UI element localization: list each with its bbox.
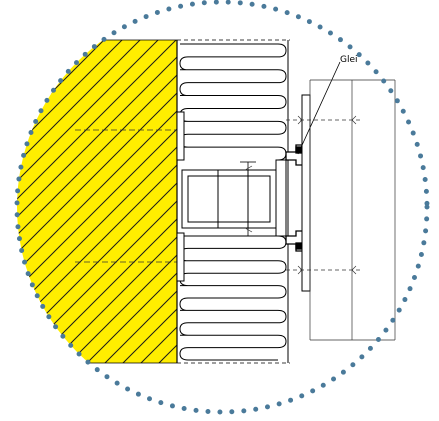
- anchor-lines: [75, 129, 178, 263]
- insulation-zigzag-top: [179, 43, 287, 161]
- callout-leader: [297, 61, 341, 155]
- wall-brackets: [176, 111, 185, 282]
- cladding-panel: [301, 94, 311, 292]
- insulation-zigzag-bottom: [179, 235, 287, 361]
- callout-label: Glei: [340, 55, 358, 65]
- detail-circle: [14, 0, 430, 415]
- masonry-wall: [17, 39, 178, 364]
- dimension-lines: [244, 79, 396, 341]
- sliding-clips: [285, 144, 305, 252]
- support-profile: [181, 159, 287, 237]
